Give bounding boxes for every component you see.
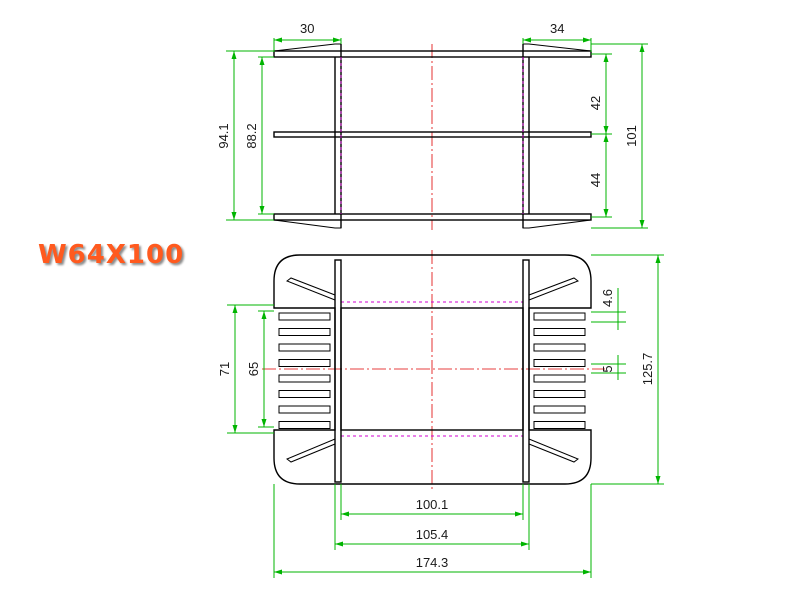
fins-left bbox=[278, 312, 331, 429]
dim-label-174-3: 174.3 bbox=[416, 555, 449, 570]
rib-upper-left bbox=[285, 277, 336, 301]
dim-label-5: 5 bbox=[600, 365, 615, 372]
rib-lower-left bbox=[286, 438, 336, 463]
rib-upper-right bbox=[528, 277, 580, 301]
dim-label-71: 71 bbox=[217, 362, 232, 376]
dim-label-42: 42 bbox=[588, 96, 603, 110]
dim-label-30: 30 bbox=[300, 21, 314, 36]
fin-right bbox=[533, 405, 586, 414]
bottom-flange-outline bbox=[273, 254, 592, 485]
dim-width-mid: 105.4 bbox=[334, 484, 530, 550]
bottom-post-left bbox=[334, 259, 342, 483]
fin-left bbox=[278, 359, 331, 367]
dim-label-101: 101 bbox=[624, 125, 639, 147]
dim-bottom-total-height: 125.7 bbox=[591, 254, 664, 485]
top-flange-upper bbox=[273, 50, 592, 58]
fin-right bbox=[533, 312, 586, 321]
fin-right bbox=[533, 359, 586, 367]
top-flange-middle bbox=[273, 131, 592, 138]
dim-top-inner-left: 88.2 bbox=[244, 56, 274, 215]
dim-top-right-flange: 34 bbox=[522, 21, 592, 52]
fin-right bbox=[533, 374, 586, 383]
dim-label-125-7: 125.7 bbox=[640, 353, 655, 386]
top-tab-upper-left bbox=[273, 43, 342, 52]
dim-bottom-inner-left: 65 bbox=[246, 310, 274, 428]
dim-width-total: 174.3 bbox=[273, 484, 592, 578]
fin-left bbox=[278, 328, 331, 336]
fin-left bbox=[278, 374, 331, 383]
fin-left bbox=[278, 312, 331, 321]
fin-right bbox=[533, 343, 586, 352]
model-title: W64X100 bbox=[38, 240, 185, 270]
dim-top-pitch: 42 44 bbox=[588, 53, 612, 218]
dim-top-outer-left: 94.1 bbox=[216, 50, 274, 221]
dim-label-4-6: 4.6 bbox=[600, 289, 615, 307]
fin-left bbox=[278, 343, 331, 352]
bottom-view: 4.6 5 125.7 71 65 bbox=[217, 250, 664, 578]
fin-right bbox=[533, 421, 586, 429]
top-view: 30 34 42 44 bbox=[216, 21, 648, 230]
rib-lower-right bbox=[528, 438, 580, 463]
fin-right bbox=[533, 328, 586, 336]
dim-top-left-flange: 30 bbox=[273, 21, 342, 52]
dim-bottom-outer-left: 71 bbox=[217, 304, 274, 434]
bottom-post-right bbox=[522, 259, 530, 483]
top-flange-lower bbox=[273, 213, 592, 221]
dim-label-65: 65 bbox=[246, 362, 261, 376]
dim-label-34: 34 bbox=[550, 21, 564, 36]
fin-left bbox=[278, 421, 331, 429]
fins-right bbox=[533, 312, 586, 429]
fin-right bbox=[533, 390, 586, 398]
dim-label-105-4: 105.4 bbox=[416, 527, 449, 542]
dim-label-88-2: 88.2 bbox=[244, 123, 259, 148]
top-tab-lower-right bbox=[522, 219, 592, 229]
dim-bottom-fin-pitch: 4.6 5 bbox=[591, 288, 626, 380]
dim-top-total-height: 101 bbox=[591, 43, 648, 229]
fin-left bbox=[278, 390, 331, 398]
dim-label-94-1: 94.1 bbox=[216, 123, 231, 148]
dim-width-inner: 100.1 bbox=[340, 484, 524, 520]
top-tab-upper-right bbox=[522, 43, 592, 52]
dim-label-100-1: 100.1 bbox=[416, 497, 449, 512]
fin-left bbox=[278, 405, 331, 414]
top-tab-lower-left bbox=[273, 219, 342, 229]
dim-label-44: 44 bbox=[588, 173, 603, 187]
